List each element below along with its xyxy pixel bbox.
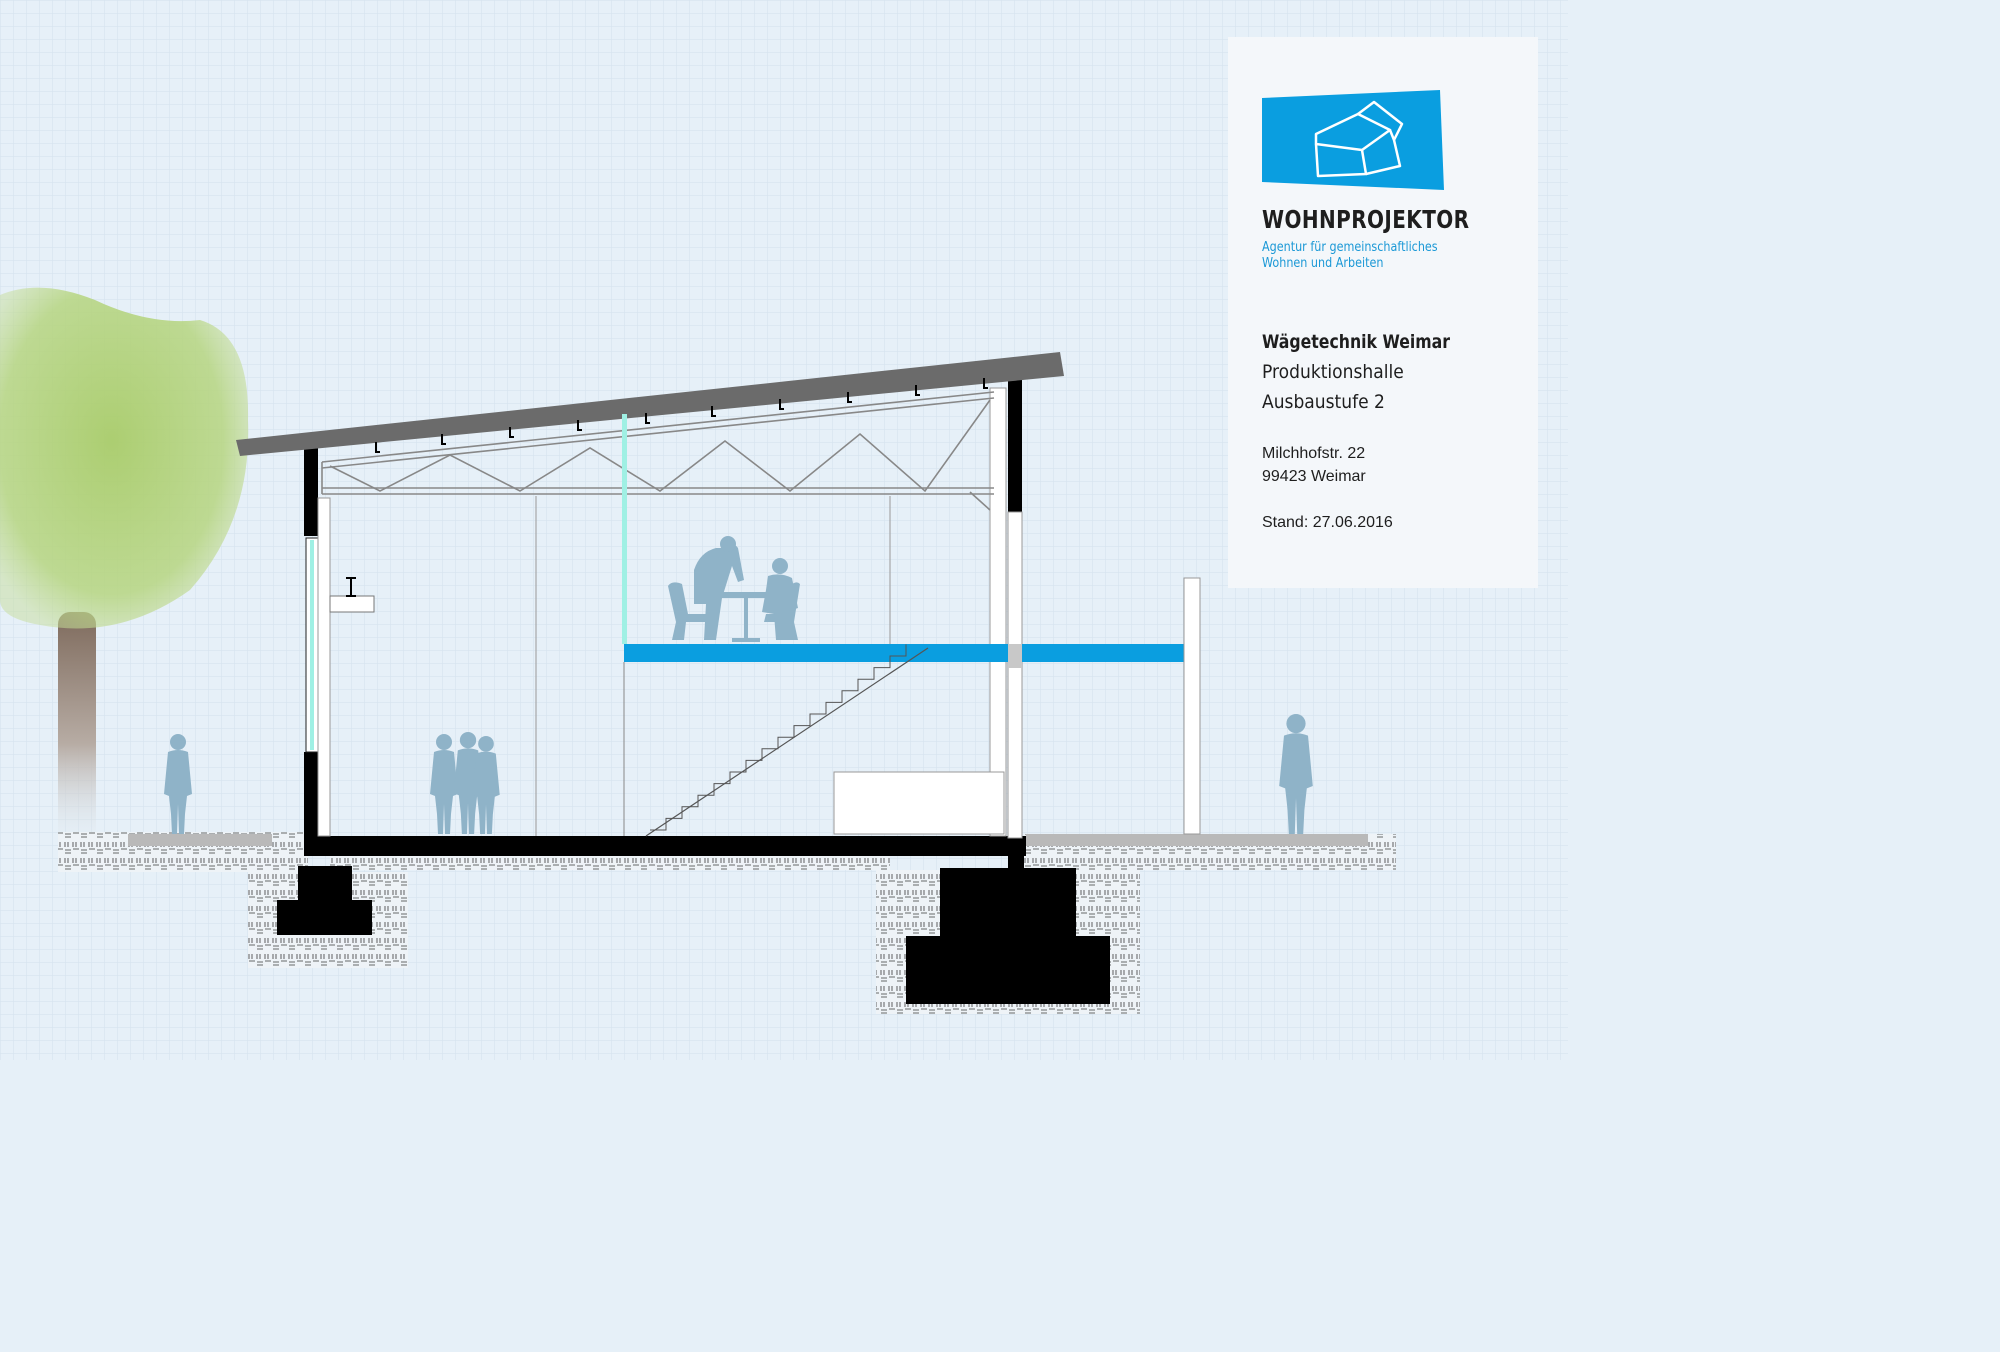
roof — [236, 352, 1064, 456]
drawing-sheet: WOHNPROJEKTOR Agentur für gemeinschaftli… — [0, 0, 1568, 1060]
tree-illustration — [0, 287, 249, 852]
right-wall-column — [989, 387, 1007, 837]
left-inner-lining — [317, 497, 331, 837]
mezzanine-slab — [624, 644, 1008, 662]
i-beam-marker — [346, 577, 356, 597]
address-street: Milchhofstr. 22 — [1262, 445, 1366, 462]
house-outline-icon — [1262, 90, 1444, 190]
glazed-partition — [622, 414, 627, 644]
crane-bracket — [329, 595, 375, 613]
brand-tagline: Agentur für gemeinschaftliches Wohnen un… — [1262, 240, 1438, 271]
title-block: WOHNPROJEKTOR Agentur für gemeinschaftli… — [1228, 37, 1538, 588]
project-stage: Ausbaustufe 2 — [1262, 391, 1385, 413]
project-title: Wägetechnik Weimar — [1262, 331, 1451, 353]
terrace-right — [1026, 834, 1368, 846]
storage-unit — [833, 771, 1005, 835]
meeting-group — [668, 536, 800, 642]
project-subtitle: Produktionshalle — [1262, 361, 1404, 383]
terrace-left — [128, 834, 272, 846]
outer-column — [1183, 577, 1201, 835]
roof-purlins — [375, 378, 988, 453]
brand-name: WOHNPROJEKTOR — [1262, 205, 1470, 234]
staircase — [623, 644, 929, 837]
roof-truss — [321, 391, 995, 511]
left-wall-upper — [304, 448, 318, 536]
address-city: 99423 Weimar — [1262, 468, 1366, 485]
right-wall-upper — [1008, 380, 1022, 512]
revision-date: Stand: 27.06.2016 — [1262, 514, 1393, 531]
mezzanine-extension — [1022, 644, 1200, 662]
